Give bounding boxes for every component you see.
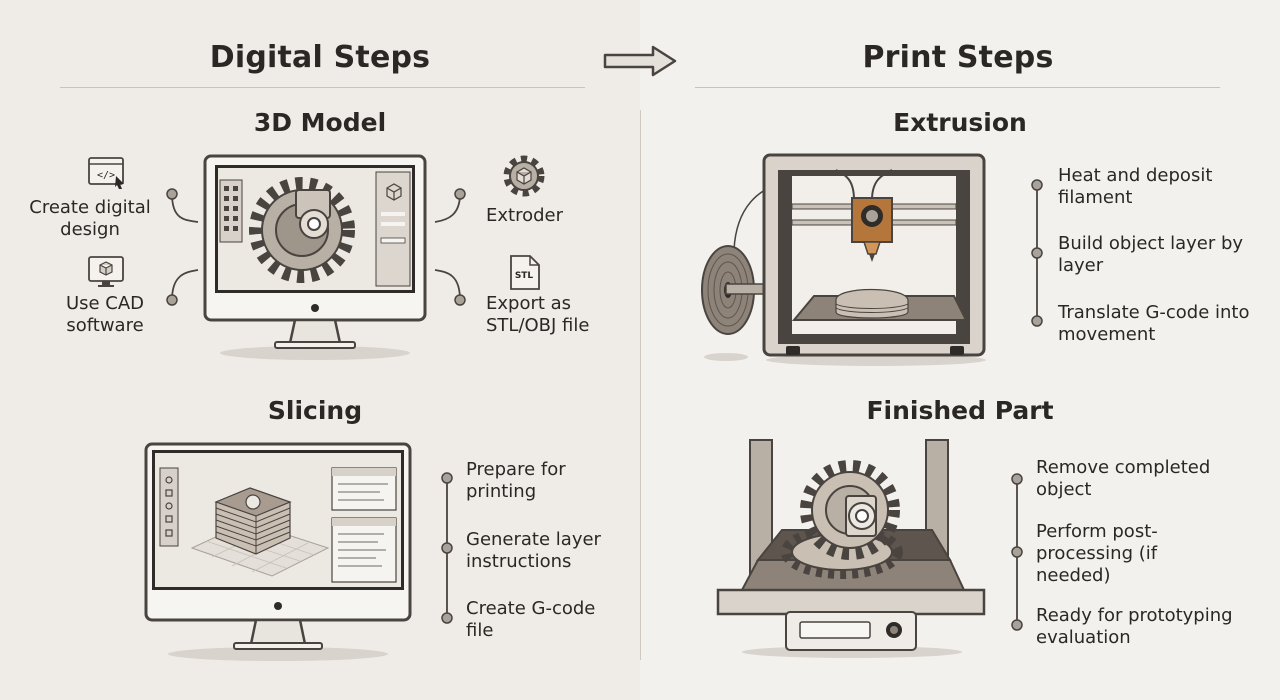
model-monitor-illustration <box>203 154 427 360</box>
label-extroder: Extroder <box>486 205 564 226</box>
stl-icon-text: STL <box>515 271 534 281</box>
slicing-monitor-illustration <box>144 442 412 661</box>
label-ready-prototyping: Ready for prototyping evaluation <box>1036 605 1233 648</box>
label-prepare-for-printing: Prepare for printing <box>466 459 566 502</box>
label-create-gcode-file: Create G-code file <box>466 598 596 641</box>
digital-title-rule <box>60 87 585 88</box>
slicing-heading: Slicing <box>267 396 363 425</box>
panel-divider <box>640 110 641 660</box>
label-use-cad-software: Use CAD software <box>65 293 145 336</box>
label-generate-layer-instructions: Generate layer instructions <box>466 529 601 572</box>
digital-steps-title: Digital Steps <box>209 40 431 75</box>
slicing-timeline <box>441 472 453 624</box>
extrusion-heading: Extrusion <box>893 108 1027 137</box>
label-translate-gcode: Translate G-code into movement <box>1058 302 1250 345</box>
label-heat-deposit-filament: Heat and deposit filament <box>1058 165 1213 208</box>
stl-file-icon: STL <box>510 255 540 290</box>
label-post-processing: Perform post-processing (if needed) <box>1036 521 1158 586</box>
finished-part-illustration <box>716 439 986 658</box>
finished-part-heading: Finished Part <box>866 396 1054 425</box>
label-remove-completed-object: Remove completed object <box>1036 457 1211 500</box>
finished-timeline <box>1011 473 1023 631</box>
extrusion-printer-illustration <box>701 153 986 366</box>
code-icon-text: </> <box>97 170 115 181</box>
print-steps-title: Print Steps <box>862 40 1054 75</box>
label-export-stl-obj: Export as STL/OBJ file <box>486 293 590 336</box>
print-title-rule <box>695 87 1220 88</box>
gear-icon <box>503 155 545 197</box>
extrusion-timeline <box>1031 179 1043 327</box>
flow-arrow-icon <box>603 45 677 77</box>
code-window-icon: </> <box>88 157 124 189</box>
label-build-layer-by-layer: Build object layer by layer <box>1058 233 1244 276</box>
cad-monitor-icon <box>88 256 124 287</box>
label-create-digital-design: Create digital design <box>29 197 151 240</box>
3d-model-heading: 3D Model <box>253 108 387 137</box>
model-connectors <box>166 188 466 306</box>
